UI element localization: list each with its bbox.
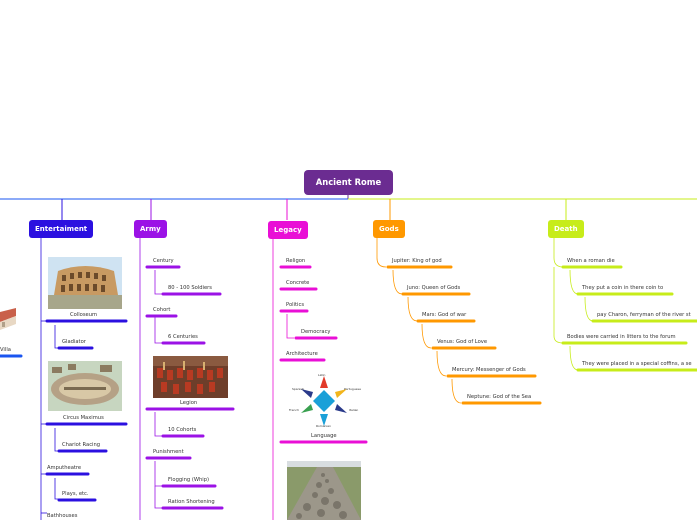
item-when-roman-die[interactable]: When a roman die bbox=[567, 258, 615, 264]
branch-gods[interactable]: Gods bbox=[373, 220, 405, 238]
item-ration-shortening[interactable]: Ration Shortening bbox=[168, 499, 215, 505]
item-chariot-racing[interactable]: Chariot Racing bbox=[62, 442, 101, 448]
lang-romanian: Romanian bbox=[316, 424, 332, 428]
villa-label[interactable]: Villa bbox=[0, 347, 11, 353]
branch-legacy[interactable]: Legacy bbox=[268, 221, 308, 239]
lang-italian: Italian bbox=[349, 408, 359, 412]
colosseum-image bbox=[48, 257, 122, 309]
item-colloseum[interactable]: Colloseum bbox=[70, 312, 98, 318]
item-politics[interactable]: Politics bbox=[286, 302, 305, 308]
item-juno[interactable]: Juno: Queen of Gods bbox=[407, 285, 461, 291]
item-gladiator[interactable]: Gladiator bbox=[62, 339, 86, 345]
branch-entertainment[interactable]: Entertaiment bbox=[29, 220, 94, 238]
language-diagram: Latin Spanish Portuguese French Italian … bbox=[287, 372, 361, 430]
item-circus-maximus[interactable]: Circus Maximus bbox=[63, 415, 104, 421]
item-punishment[interactable]: Punishment bbox=[153, 449, 184, 455]
circus-maximus-image bbox=[48, 361, 122, 411]
item-architecture[interactable]: Architecture bbox=[286, 351, 318, 357]
branch-army[interactable]: Army bbox=[134, 220, 167, 238]
item-century[interactable]: Century bbox=[153, 258, 174, 264]
branch-death[interactable]: Death bbox=[548, 220, 584, 238]
item-10-cohorts[interactable]: 10 Cohorts bbox=[168, 427, 197, 433]
item-litters[interactable]: Bodies were carried in litters to the fo… bbox=[567, 334, 676, 340]
lang-spanish: Spanish bbox=[292, 387, 304, 391]
item-charon[interactable]: pay Charon, ferryman of the river st bbox=[597, 312, 691, 318]
item-plays[interactable]: Plays, etc. bbox=[62, 491, 89, 497]
item-religon[interactable]: Religon bbox=[286, 258, 306, 264]
lang-portuguese: Portuguese bbox=[344, 387, 361, 391]
roman-road-image bbox=[287, 461, 361, 520]
item-80-100-soldiers[interactable]: 80 - 100 Soldiers bbox=[168, 285, 212, 291]
item-bathhouses[interactable]: Bathhouses bbox=[47, 513, 78, 519]
item-neptune[interactable]: Neptune: God of the Sea bbox=[467, 394, 532, 400]
item-language[interactable]: Language bbox=[311, 433, 337, 439]
lang-french: French bbox=[289, 408, 299, 412]
item-mars[interactable]: Mars: God of war bbox=[422, 312, 467, 318]
item-jupiter[interactable]: Jupiter: King of god bbox=[392, 258, 442, 264]
item-legion[interactable]: Legion bbox=[180, 400, 198, 406]
item-coffins[interactable]: They were placed in a special coffins, a… bbox=[582, 361, 692, 367]
item-cohort[interactable]: Cohort bbox=[153, 307, 171, 313]
item-venus[interactable]: Venus: God of Love bbox=[437, 339, 488, 345]
lang-latin: Latin bbox=[318, 373, 326, 377]
root-node[interactable]: Ancient Rome bbox=[304, 170, 393, 195]
villa-image bbox=[0, 304, 17, 330]
item-concrete[interactable]: Concrete bbox=[286, 280, 310, 286]
item-amputheatre[interactable]: Amputheatre bbox=[47, 465, 82, 471]
item-democracy[interactable]: Democracy bbox=[301, 329, 331, 335]
legion-image bbox=[153, 356, 228, 398]
item-6-centuries[interactable]: 6 Centuries bbox=[168, 334, 198, 340]
item-mercury[interactable]: Mercury: Messenger of Gods bbox=[452, 367, 526, 373]
item-flogging[interactable]: Flogging (Whip) bbox=[168, 477, 210, 483]
item-coin[interactable]: They put a coin in there coin to bbox=[582, 285, 664, 291]
